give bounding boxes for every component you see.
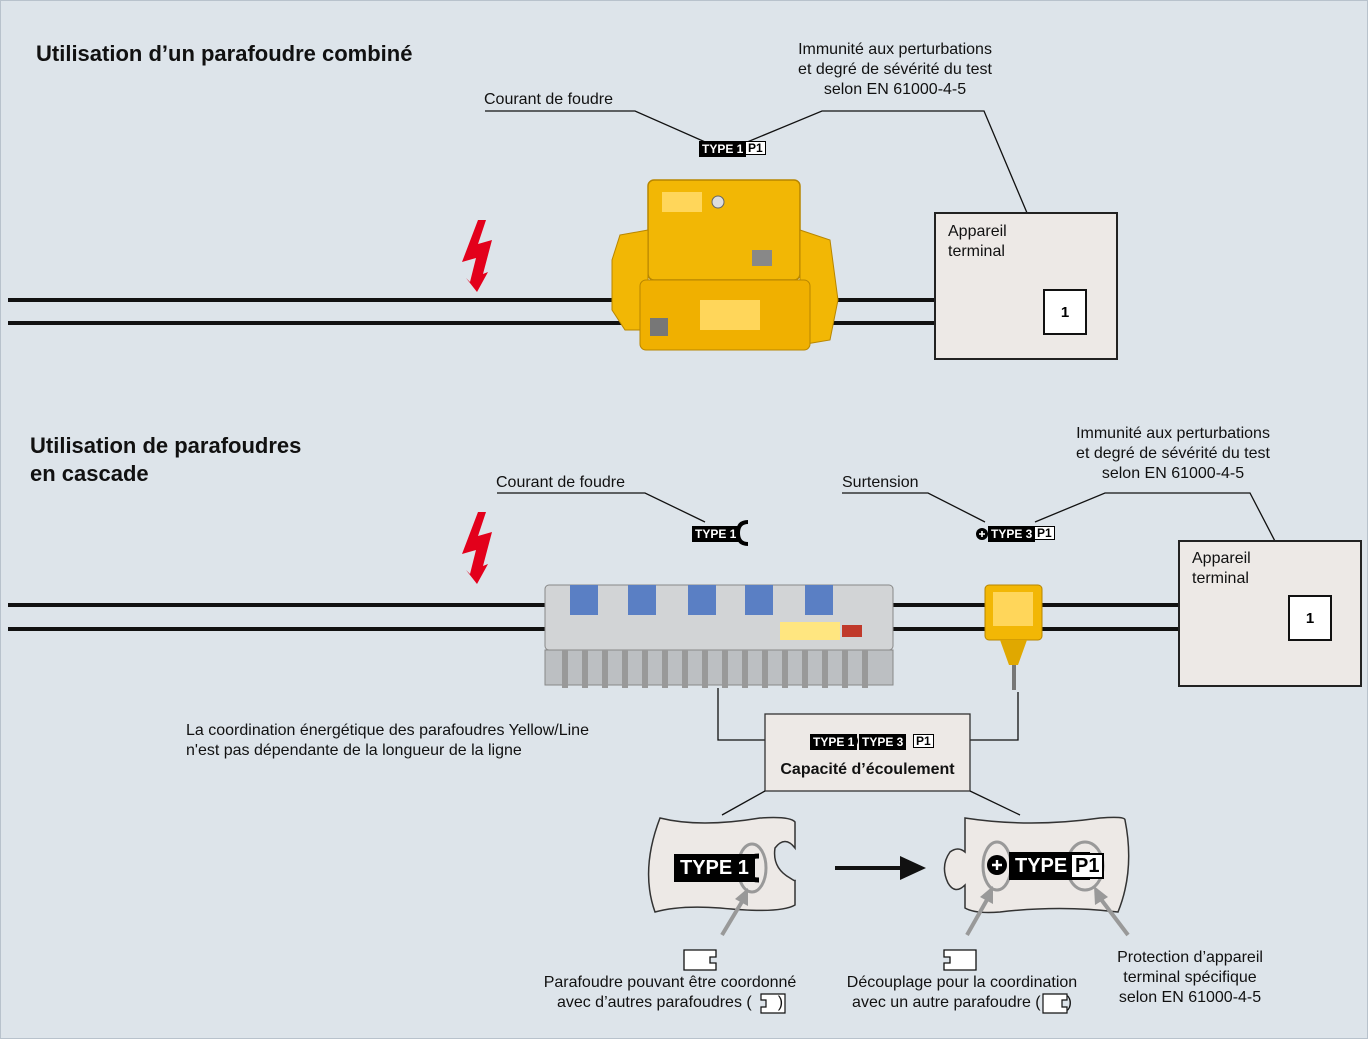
type1-badge: TYPE 1 [810, 734, 858, 750]
lightning-icon [462, 220, 492, 292]
lightning-icon [462, 512, 492, 584]
immunity-label: Immunité aux perturbations et degré de s… [1076, 425, 1270, 482]
surge-label: Surtension [842, 474, 919, 491]
type3-badge: TYPE 3 [988, 526, 1036, 542]
section-2-title: Utilisation de parafoudres en cascade [30, 433, 302, 486]
leader-lightning-2 [497, 492, 706, 523]
leader-immunity-1 [739, 110, 1061, 292]
type1-badge: TYPE 1 [699, 141, 747, 157]
coupler-icon [1042, 993, 1068, 1014]
leader-surge-2 [842, 492, 986, 523]
lightning-current-label: Courant de foudre [496, 474, 625, 491]
section-1-title: Utilisation d’un parafoudre combiné [36, 41, 413, 66]
type1-big-badge: TYPE 1 [674, 854, 755, 882]
p1-badge: P1 [745, 141, 766, 155]
leader-lightning-1 [485, 110, 713, 146]
terminal-device-label: Appareil terminal [1192, 550, 1251, 587]
terminal-device-label: Appareil terminal [948, 223, 1007, 260]
immunity-level-box: 1 [1288, 595, 1332, 641]
p1-badge: P1 [1034, 526, 1055, 540]
decoupler-icon [760, 993, 786, 1014]
terminal-device-box-1 [934, 212, 1118, 360]
coupling-mark-icon [735, 520, 749, 546]
p1-big-badge: P1 [1070, 853, 1105, 879]
caption-decoupling: Découplage pour la coordination avec un … [846, 974, 1078, 1011]
type3-badge: TYPE 3 [859, 734, 907, 750]
spd-type1-block-image [544, 584, 894, 688]
decoupler-icon [943, 949, 977, 971]
coordination-note: La coordination énergétique des parafoud… [186, 722, 589, 759]
capacity-label: Capacité d’écoulement [780, 761, 955, 778]
spd-combined-image [611, 179, 839, 351]
immunity-level-box: 1 [1043, 289, 1087, 335]
pointer-arrows [720, 886, 1130, 937]
spd-type3-module-image [984, 584, 1043, 690]
type1-badge: TYPE 1 [692, 526, 740, 542]
immunity-label: Immunité aux perturbations et degré de s… [798, 41, 992, 98]
caption-terminal-protection: Protection d’appareil terminal spécifiqu… [1117, 949, 1263, 1006]
coupler-icon [683, 949, 717, 971]
arrow-right-icon [900, 856, 926, 880]
capacity-box [764, 713, 971, 792]
p1-badge: P1 [913, 734, 934, 748]
caption-coordinable: Parafoudre pouvant être coordonné avec d… [543, 974, 797, 1011]
lightning-current-label: Courant de foudre [484, 91, 613, 108]
